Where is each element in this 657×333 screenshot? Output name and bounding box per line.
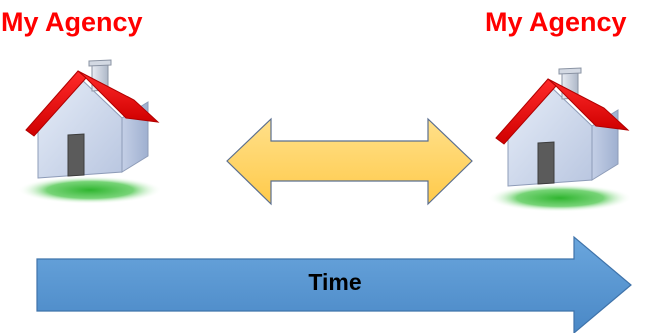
time-label: Time (308, 269, 362, 295)
right-arrow-icon (36, 235, 632, 333)
double-arrow-icon (226, 117, 473, 206)
house-icon (17, 59, 163, 205)
agency-label-right: My Agency (485, 7, 627, 37)
agency-label-left: My Agency (1, 7, 143, 37)
house-icon (487, 67, 633, 213)
